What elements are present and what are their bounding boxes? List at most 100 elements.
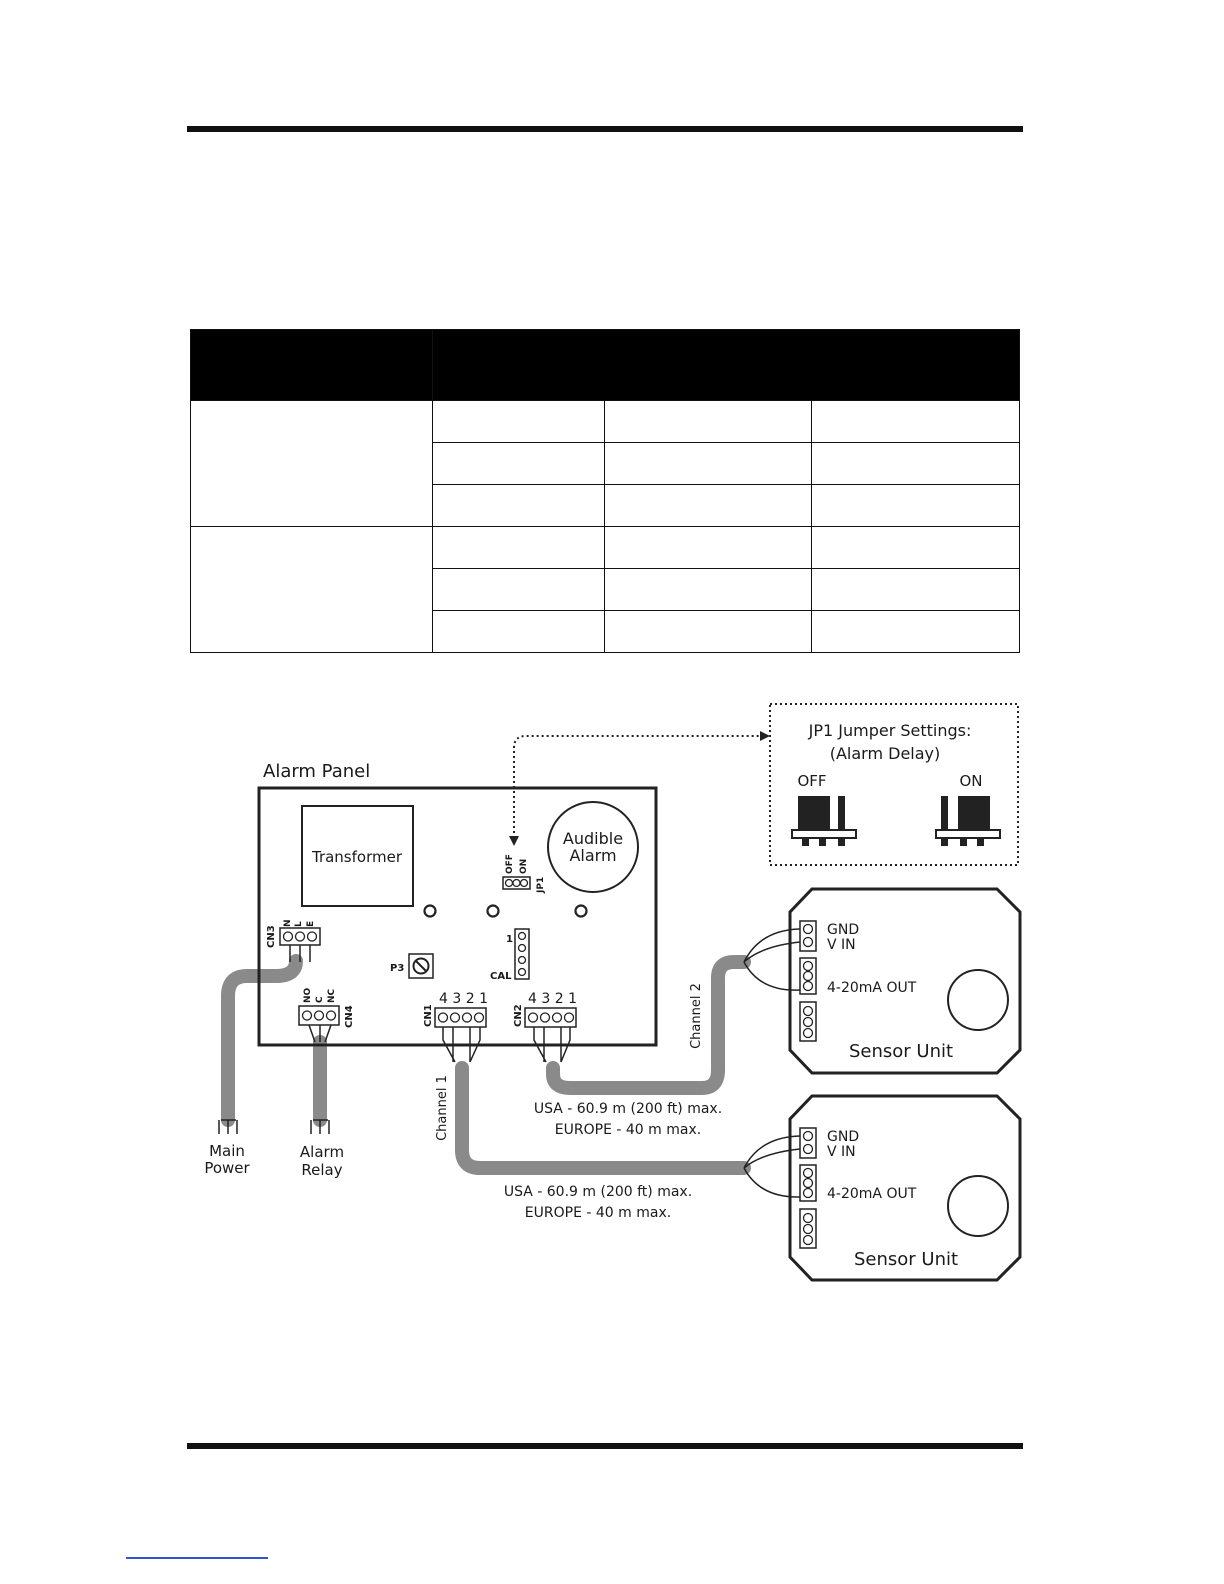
cn4-pin-nc: NC: [327, 988, 337, 1003]
transformer: [301, 805, 414, 907]
jp1-pin: [519, 878, 529, 888]
jumper-off-label: OFF: [797, 772, 826, 790]
channel2-distance-usa: USA - 60.9 m (200 ft) max.: [534, 1101, 722, 1117]
table-row: [191, 568, 1021, 611]
cn1-wires: [442, 1027, 481, 1063]
cn1-connector: 4 3 2 1 CN1: [423, 991, 488, 1063]
sensor-2-element: [947, 1175, 1009, 1237]
cal-label: CAL: [490, 971, 512, 982]
table-cell: [810, 568, 1021, 611]
channel2-cable: [546, 955, 751, 1095]
table-cell: [604, 568, 812, 611]
cal-pin: [517, 955, 527, 965]
jp1-callout-arrow: [509, 731, 770, 846]
sensor-2-vin-label: V IN: [827, 1144, 856, 1160]
cn4-pin-c: C: [315, 996, 325, 1003]
cn1-screw: [461, 1012, 473, 1023]
cn4-pin-no: NO: [303, 987, 313, 1003]
channel1-distance-europe: EUROPE - 40 m max.: [525, 1205, 671, 1221]
audible-alarm-label-line1: Audible: [563, 829, 623, 848]
p3-label: P3: [390, 963, 404, 974]
cn3-block: [279, 927, 321, 946]
table-header-cell: [190, 329, 433, 401]
table-cell: [432, 442, 605, 485]
cn4-label: CN4: [344, 1005, 355, 1028]
cn2-screw: [551, 1012, 563, 1023]
cables: [221, 954, 751, 1175]
sensor-2-gnd-label: GND: [827, 1129, 859, 1145]
cn4-wires: [308, 1024, 332, 1043]
channel1-distance-usa: USA - 60.9 m (200 ft) max.: [504, 1184, 692, 1200]
sensor-1-label: Sensor Unit: [849, 1041, 953, 1062]
alarm-panel: [257, 786, 658, 1047]
table-cell: [810, 484, 1021, 527]
cn3-screw: [294, 931, 306, 942]
table-cell: [432, 526, 605, 569]
cn1-screw: [437, 1012, 449, 1023]
p3-slot: [415, 960, 427, 972]
jp1-on-label: ON: [519, 859, 529, 874]
sensor-1-element: [947, 969, 1009, 1031]
jumper-on-label: ON: [959, 772, 982, 790]
cn1-screw: [449, 1012, 461, 1023]
cn3-label: CN3: [266, 925, 277, 948]
sensor-1-vin-label: V IN: [827, 937, 856, 953]
table-row: [191, 610, 1021, 653]
cal-pin: [517, 967, 527, 977]
cn2-screw: [527, 1012, 539, 1023]
sensor-unit-1: GND V IN 4-20mA OUT Sensor Unit: [743, 887, 1022, 1075]
alarm-panel-title: Alarm Panel: [263, 761, 370, 782]
cn2-screw: [563, 1012, 575, 1023]
cn4-screw: [313, 1010, 325, 1021]
jp1-block: [502, 876, 531, 890]
main-power-cable: [221, 954, 303, 1127]
table-header-row: [190, 329, 1021, 401]
header-rule: [187, 126, 1023, 132]
cn4-block: [298, 1005, 340, 1026]
main-power-label-line2: Power: [204, 1159, 250, 1177]
table-cell: [810, 610, 1021, 653]
cn2-label: CN2: [513, 1004, 524, 1027]
specification-table: [190, 329, 1021, 653]
channel2-label: Channel 2: [689, 983, 704, 1049]
jp1-label: JP1: [536, 877, 546, 894]
cn4-connector: NO C NC CN4: [298, 987, 355, 1043]
jumper-on-illustration: [935, 796, 1001, 846]
alarm-relay-label-line2: Relay: [301, 1161, 342, 1179]
cal-pin: [517, 931, 527, 941]
table-group-cell: [190, 526, 433, 653]
sensor-1-gnd-label: GND: [827, 922, 859, 938]
cn1-pin-numbers: 4 3 2 1: [439, 991, 488, 1007]
cn4-screw: [301, 1010, 313, 1021]
p3-knob: [412, 957, 430, 975]
alarm-relay-label-line1: Alarm: [300, 1143, 344, 1161]
table-cell: [432, 610, 605, 653]
jumper-settings-box: JP1 Jumper Settings: (Alarm Delay) OFF O…: [769, 703, 1019, 866]
cn2-block: [524, 1007, 577, 1028]
table-cell: [604, 442, 812, 485]
footer-rule: [187, 1443, 1023, 1449]
mounting-hole: [574, 904, 588, 918]
cn3-pin-e: E: [306, 921, 316, 927]
cn3-pin-n: N: [283, 919, 293, 927]
jumper-off-illustration: [791, 796, 857, 846]
cn1-screw: [473, 1012, 485, 1023]
jp1-jumper: OFF ON JP1: [502, 854, 546, 894]
sensor-2-out-label: 4-20mA OUT: [827, 1186, 917, 1202]
jumper-settings-subtitle: (Alarm Delay): [830, 744, 941, 763]
channel2-distance-europe: EUROPE - 40 m max.: [555, 1122, 701, 1138]
jumper-settings-title: JP1 Jumper Settings:: [808, 721, 972, 740]
cn4-screw: [325, 1010, 337, 1021]
audible-alarm-label-line2: Alarm: [569, 846, 616, 865]
footer-link-underline[interactable]: [126, 1557, 268, 1559]
table-cell: [432, 568, 605, 611]
table-row: [191, 442, 1021, 485]
cn2-pin-numbers: 4 3 2 1: [528, 991, 577, 1007]
table-cell: [432, 484, 605, 527]
sensor-unit-2: GND V IN 4-20mA OUT Sensor Unit: [743, 1094, 1022, 1282]
cn3-screw: [306, 931, 318, 942]
cal-header: 1 CAL: [490, 928, 530, 982]
channel1-cable: [455, 1061, 751, 1175]
transformer-label: Transformer: [311, 848, 403, 866]
